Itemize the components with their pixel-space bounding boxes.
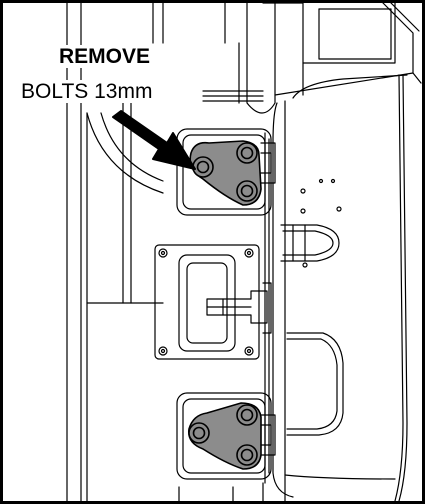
upper-hinge-bolt: [192, 142, 258, 202]
lower-hinge-bolt: [188, 404, 258, 466]
callout-remove-text: REMOVE: [57, 45, 153, 68]
upper-hinge-plate: [189, 140, 262, 206]
pointer-arrow: [112, 110, 196, 170]
lower-hinge-plate: [187, 402, 262, 470]
curved-duct: [86, 97, 164, 304]
top-rail: [202, 42, 264, 104]
latch-assembly: [154, 244, 272, 360]
callout-bolts-text: BOLTS 13mm: [19, 80, 155, 103]
upper-hinge-mount: [176, 128, 276, 216]
lower-hinge-mount: [176, 392, 276, 480]
door-hinge-diagram: [66, 3, 422, 501]
